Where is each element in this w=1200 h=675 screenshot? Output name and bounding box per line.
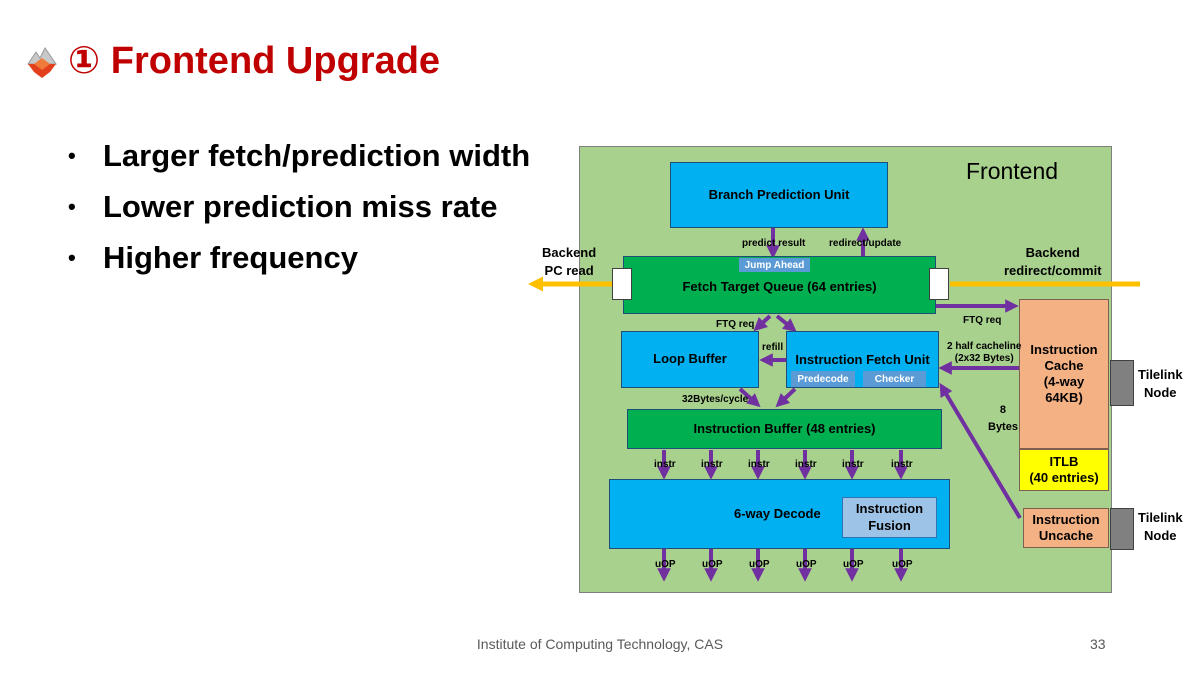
tilelink-node-2 <box>1110 508 1134 550</box>
instruction-fetch-unit: Instruction Fetch Unit <box>786 331 939 388</box>
instruction-buffer: Instruction Buffer (48 entries) <box>627 409 942 449</box>
predecode-chip: Predecode <box>791 371 855 387</box>
ifu-to-ibuffer-arrow <box>775 387 797 408</box>
ftq-req-left-label: FTQ req <box>716 319 755 330</box>
uop-label: uOP <box>749 559 770 570</box>
tilelink-node-label-2: Tilelink Node <box>1138 510 1183 543</box>
bullet-item: •Lower prediction miss rate <box>68 189 498 224</box>
tilelink-node-1 <box>1110 360 1134 406</box>
uop-label: uOP <box>702 559 723 570</box>
ftq-req-loop-arrow <box>753 314 772 332</box>
bytes-per-cycle-label: 32Bytes/cycle <box>682 394 749 405</box>
frontend-label: Frontend <box>966 158 1059 184</box>
loop-buffer: Loop Buffer <box>621 331 759 388</box>
ftq-req-ifu-arrow <box>775 314 797 333</box>
ftq-left-port <box>612 268 632 300</box>
ftq-right-port <box>929 268 949 300</box>
branch-prediction-unit: Branch Prediction Unit <box>670 162 888 228</box>
uop-label: uOP <box>892 559 913 570</box>
half-cacheline-label: 2 half cacheline (2x32 Bytes) <box>947 341 1022 364</box>
page-number: 33 <box>1090 636 1106 652</box>
bullet-item: •Larger fetch/prediction width <box>68 138 531 173</box>
fetch-target-queue: Fetch Target Queue (64 entries) <box>623 256 936 314</box>
ict-logo-icon <box>27 47 57 78</box>
instr-label: instr <box>654 459 676 470</box>
itlb: ITLB (40 entries) <box>1019 449 1109 491</box>
redirect-update-label: redirect/update <box>829 238 902 249</box>
jump-ahead-chip: Jump Ahead <box>739 258 810 272</box>
instruction-cache: Instruction Cache (4-way 64KB) <box>1019 299 1109 449</box>
backend-redirect-commit-label: Backend redirect/commit <box>1004 245 1102 278</box>
tilelink-node-label-1: Tilelink Node <box>1138 367 1183 400</box>
uop-label: uOP <box>843 559 864 570</box>
uop-label: uOP <box>796 559 817 570</box>
uop-label: uOP <box>655 559 676 570</box>
instruction-uncache: Instruction Uncache <box>1023 508 1109 548</box>
page-title: ① Frontend Upgrade <box>68 40 441 82</box>
checker-chip: Checker <box>863 371 926 387</box>
instr-label: instr <box>795 459 817 470</box>
instruction-fusion: Instruction Fusion <box>842 497 937 538</box>
uncache-to-ifu-arrow <box>939 382 1022 520</box>
loop-to-ibuffer-arrow <box>738 387 761 408</box>
backend-pc-read-label: Backend PC read <box>542 245 597 278</box>
instr-label: instr <box>842 459 864 470</box>
footer-text: Institute of Computing Technology, CAS <box>476 636 724 652</box>
instr-label: instr <box>701 459 723 470</box>
bullet-list: •Larger fetch/prediction width •Lower pr… <box>68 135 530 288</box>
instr-label: instr <box>748 459 770 470</box>
predict-result-label: predict result <box>742 238 806 249</box>
bullet-item: •Higher frequency <box>68 240 358 275</box>
refill-label: refill <box>762 342 784 353</box>
ftq-req-right-label: FTQ req <box>963 315 1002 326</box>
instr-label: instr <box>891 459 913 470</box>
eight-bytes-label: 8 Bytes <box>988 404 1018 433</box>
